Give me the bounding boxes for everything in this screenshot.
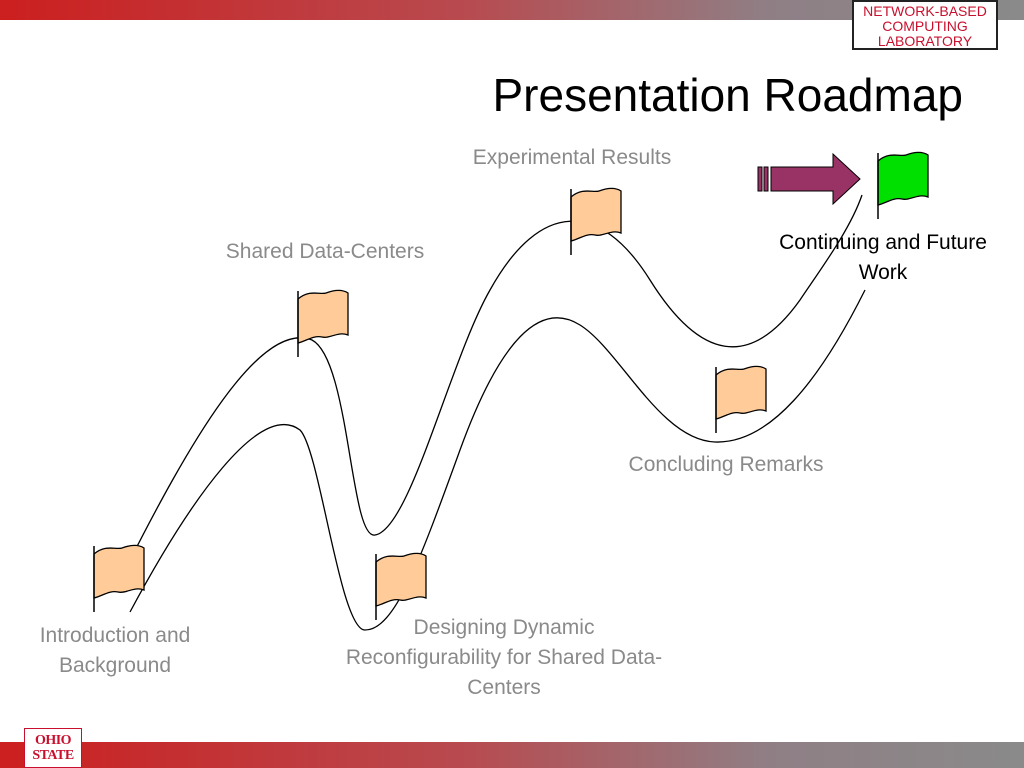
flag-icon-continuing-and-future-work bbox=[877, 151, 929, 219]
ohio-state-logo: OHIO STATE bbox=[24, 728, 82, 768]
ohio-state-logo-line-2: STATE bbox=[32, 748, 74, 763]
milestone-label-continuing-and-future-work: Continuing and Future Work bbox=[779, 231, 987, 284]
nbcl-logo-line-2: COMPUTING bbox=[882, 18, 968, 34]
flag-icon-experimental-results bbox=[570, 187, 622, 255]
road-lower-edge bbox=[129, 289, 866, 631]
nbcl-logo: NETWORK-BASED COMPUTING LABORATORY bbox=[852, 0, 998, 50]
flag-icon-shared-data-centers bbox=[297, 289, 349, 357]
bottom-gradient-bar bbox=[0, 742, 1024, 768]
flag-icon-introduction bbox=[93, 544, 145, 612]
ohio-state-logo-line-1: OHIO bbox=[34, 733, 72, 748]
current-arrow-icon bbox=[757, 152, 861, 206]
milestone-label-concluding-remarks: Concluding Remarks bbox=[628, 453, 824, 476]
milestone-label-designing-dynamic-reconfigurability: Designing Dynamic Reconfigurability for … bbox=[345, 616, 663, 699]
flags-layer bbox=[93, 151, 929, 620]
milestone-label-experimental-results: Experimental Results bbox=[472, 146, 672, 169]
flag-icon-designing-dynamic-reconfigurability bbox=[375, 552, 427, 620]
slide-title: Presentation Roadmap bbox=[492, 69, 963, 121]
milestone-label-introduction: Introduction and Background bbox=[39, 624, 191, 677]
top-gradient-bar bbox=[0, 0, 1024, 20]
milestone-label-shared-data-centers: Shared Data-Centers bbox=[225, 240, 425, 263]
nbcl-logo-line-3: LABORATORY bbox=[877, 33, 973, 49]
nbcl-logo-line-1: NETWORK-BASED bbox=[863, 3, 987, 19]
flag-icon-concluding-remarks bbox=[715, 365, 767, 433]
